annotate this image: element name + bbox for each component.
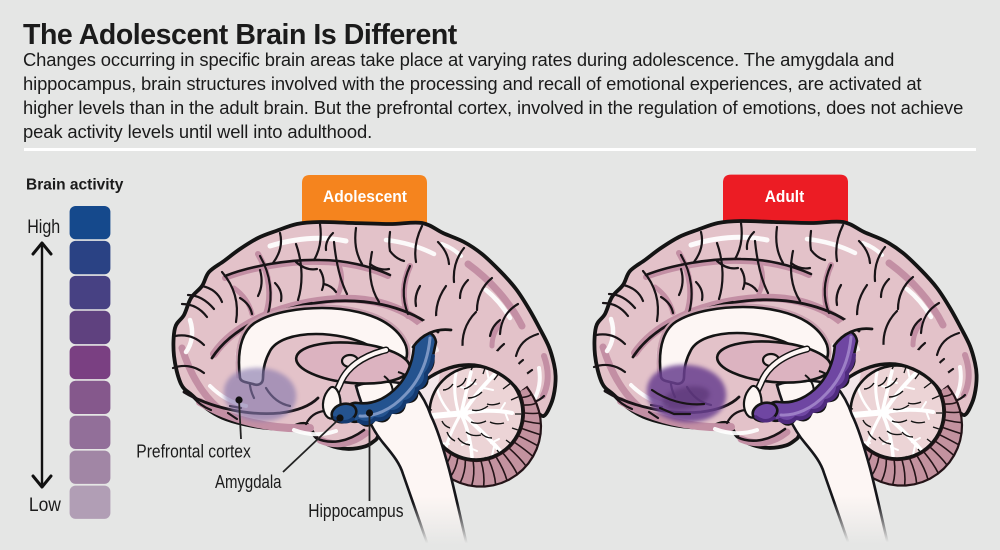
svg-text:Amygdala: Amygdala	[215, 472, 282, 492]
svg-text:Hippocampus: Hippocampus	[308, 501, 403, 521]
svg-text:Adolescent: Adolescent	[323, 188, 407, 206]
svg-text:Low: Low	[29, 495, 61, 516]
svg-text:The Adolescent Brain Is Differ: The Adolescent Brain Is Different	[23, 19, 458, 51]
svg-text:Adult: Adult	[765, 188, 805, 206]
svg-text:Prefrontal cortex: Prefrontal cortex	[136, 442, 251, 462]
svg-text:Brain activity: Brain activity	[26, 177, 124, 194]
svg-text:High: High	[27, 217, 60, 238]
svg-text:peak activity levels until wel: peak activity levels until well into adu…	[23, 121, 372, 142]
svg-text:higher levels than in the adul: higher levels than in the adult brain. B…	[23, 97, 963, 118]
svg-text:hippocampus, brain structures: hippocampus, brain structures involved w…	[23, 73, 921, 94]
svg-text:Changes occurring in specific: Changes occurring in specific brain area…	[23, 49, 894, 70]
